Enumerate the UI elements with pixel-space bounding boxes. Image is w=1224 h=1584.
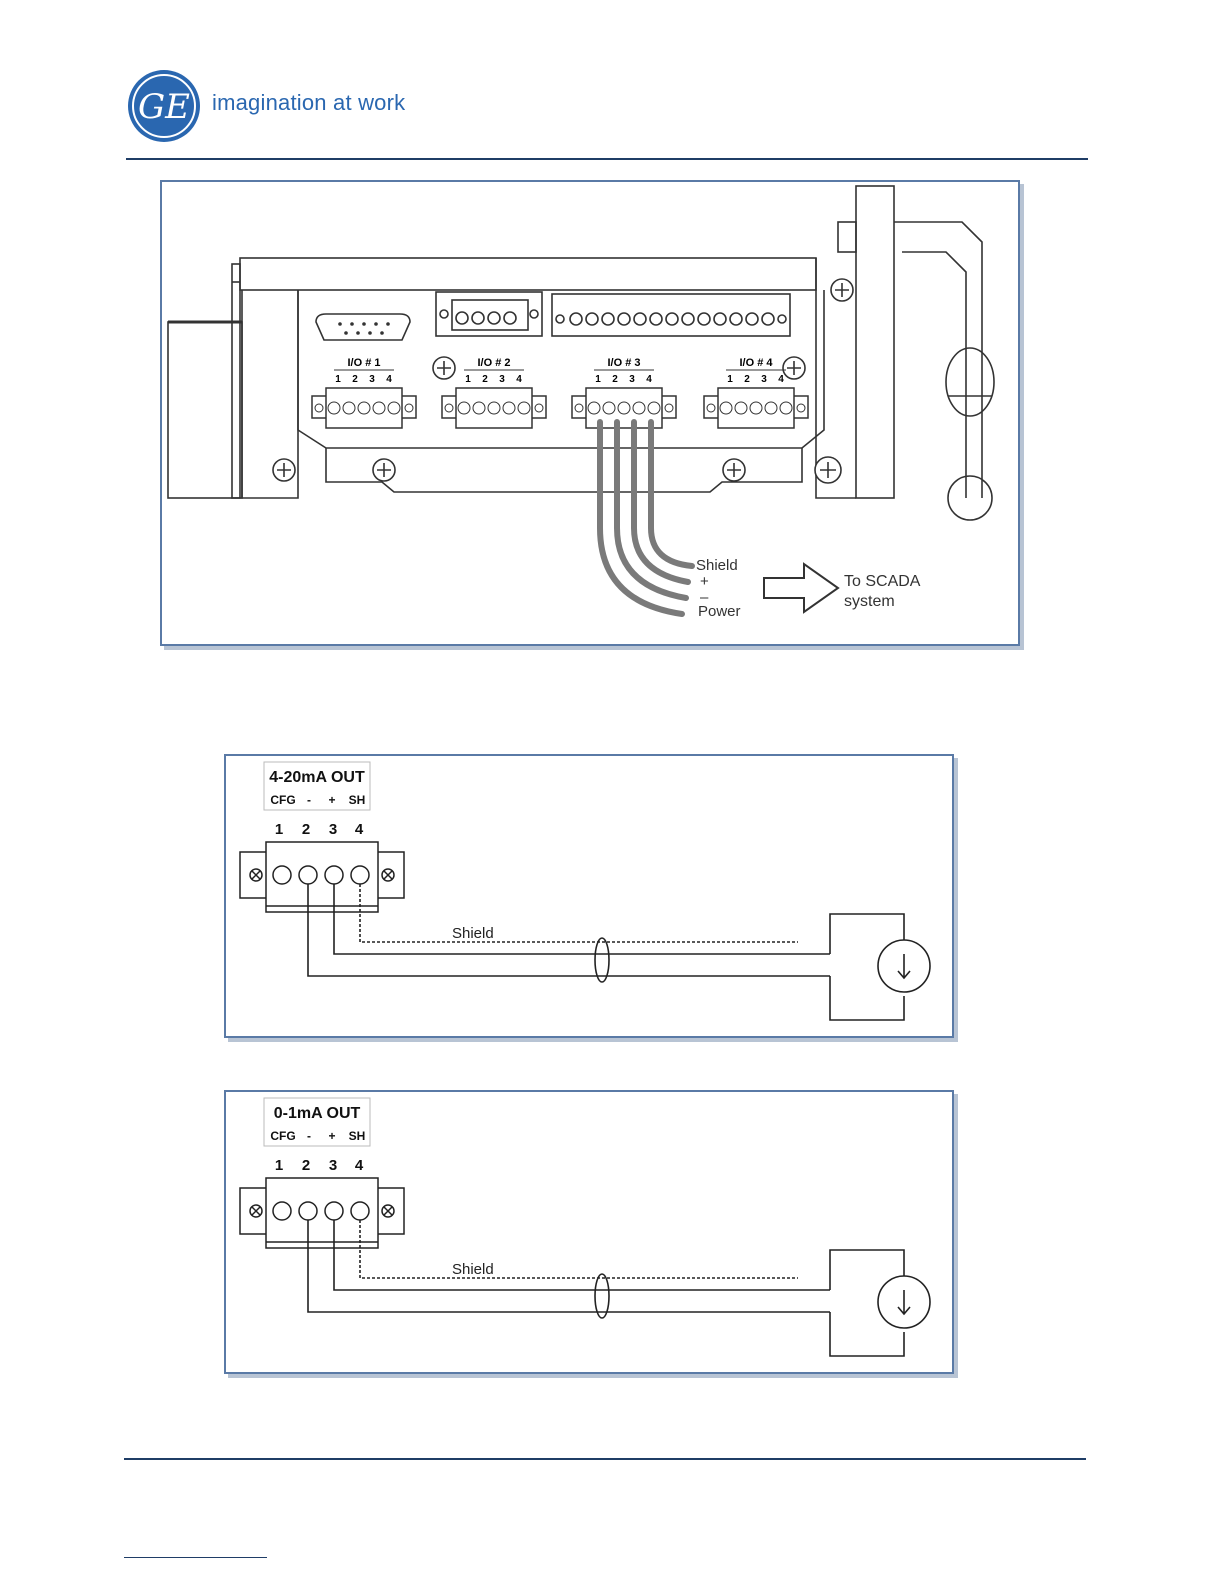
io-connector-screw	[797, 404, 805, 412]
io-connector-screw	[315, 404, 323, 412]
io-connector-hole	[633, 402, 645, 414]
diagram-title: 4-20mA OUT	[269, 769, 365, 786]
io-connector-screw	[665, 404, 673, 412]
io-port-label: I/O # 1	[347, 357, 380, 369]
io-pin-number: 2	[482, 374, 488, 385]
io-connector-screw	[445, 404, 453, 412]
io-connector-hole	[373, 402, 385, 414]
io-pin-number: 3	[629, 374, 635, 385]
io-connector-hole	[735, 402, 747, 414]
header-divider	[126, 158, 1088, 160]
pin-number-3: 3	[329, 821, 337, 838]
pin-number-2: 2	[302, 1157, 310, 1174]
wiring-diagram-0-1ma: 0-1mA OUT CFG - + SH 1 2 3 4	[224, 1090, 954, 1374]
scada-label-line1: To SCADA	[844, 573, 921, 590]
wire-label-power: Power	[698, 603, 741, 620]
footnote-divider	[124, 1557, 267, 1558]
io-port-label: I/O # 2	[477, 357, 510, 369]
cable-wires	[600, 422, 692, 614]
pin-number-4: 4	[355, 1157, 364, 1174]
io-pin-number: 1	[727, 374, 733, 385]
io-port-label: I/O # 4	[739, 357, 773, 369]
io-connector-hole	[750, 402, 762, 414]
pin-function-1: CFG	[270, 793, 295, 807]
io-pin-number: 3	[499, 374, 505, 385]
io-connector-screw	[707, 404, 715, 412]
pin-function-3: +	[328, 1129, 335, 1143]
page-header: GE imagination at work	[126, 68, 726, 148]
io-pin-number: 2	[612, 374, 618, 385]
pin-function-2: -	[307, 793, 311, 807]
wire-label-plus: +	[700, 573, 709, 590]
io-pin-number: 2	[744, 374, 750, 385]
pin-function-2: -	[307, 1129, 311, 1143]
io-port-label: I/O # 3	[607, 357, 640, 369]
shield-label: Shield	[452, 1261, 494, 1278]
pin-function-3: +	[328, 793, 335, 807]
io-connector-hole	[458, 402, 470, 414]
wiring-drawing-0-1ma: 0-1mA OUT CFG - + SH 1 2 3 4	[226, 1092, 952, 1372]
io-connector-hole	[358, 402, 370, 414]
io-connector-hole	[503, 402, 515, 414]
io-pin-number: 4	[778, 374, 784, 385]
io-connector-hole	[343, 402, 355, 414]
io-connector-hole	[618, 402, 630, 414]
wiring-diagram-4-20ma: 4-20mA OUT CFG - + SH 1 2 3 4	[224, 754, 954, 1038]
io-connector-hole	[648, 402, 660, 414]
svg-text:GE: GE	[138, 87, 190, 127]
diagram-title: 0-1mA OUT	[274, 1105, 361, 1122]
io-pin-number: 4	[386, 374, 392, 385]
io-pin-number: 1	[335, 374, 341, 385]
io-connector-screw	[535, 404, 543, 412]
io-connector-hole	[328, 402, 340, 414]
io-pin-number: 3	[369, 374, 375, 385]
io-connector-hole	[388, 402, 400, 414]
io-connector-hole	[603, 402, 615, 414]
io-pin-number: 1	[595, 374, 601, 385]
main-terminal-block	[552, 294, 790, 336]
io-connector-screw	[575, 404, 583, 412]
current-source-icon	[878, 1276, 930, 1328]
pin-number-3: 3	[329, 1157, 337, 1174]
footer-divider	[124, 1458, 1086, 1460]
io-connector-hole	[488, 402, 500, 414]
wiring-drawing-4-20ma: 4-20mA OUT CFG - + SH 1 2 3 4	[226, 756, 952, 1036]
io-connector-hole	[473, 402, 485, 414]
pin-number-4: 4	[355, 821, 364, 838]
io-pin-number: 3	[761, 374, 767, 385]
io-connector-screw	[405, 404, 413, 412]
pin-function-4: SH	[349, 1129, 366, 1143]
terminal-connector-icon	[240, 842, 404, 912]
wire-label-shield: Shield	[696, 557, 738, 574]
shield-label: Shield	[452, 925, 494, 942]
io-connector-hole	[518, 402, 530, 414]
io-connector-hole	[780, 402, 792, 414]
io-connector-hole	[588, 402, 600, 414]
serial-port-icon	[316, 314, 410, 340]
power-terminal-block	[436, 292, 542, 336]
io-pin-number: 4	[646, 374, 652, 385]
io-connector-hole	[765, 402, 777, 414]
pin-function-1: CFG	[270, 1129, 295, 1143]
scada-label-line2: system	[844, 593, 895, 610]
right-arrow-icon	[764, 564, 838, 612]
io-pin-number: 4	[516, 374, 522, 385]
io-pin-number: 2	[352, 374, 358, 385]
pin-number-1: 1	[275, 1157, 283, 1174]
terminal-connector-icon	[240, 1178, 404, 1248]
pin-number-1: 1	[275, 821, 283, 838]
pin-function-4: SH	[349, 793, 366, 807]
current-source-icon	[878, 940, 930, 992]
io-connector-hole	[720, 402, 732, 414]
ge-logo-icon: GE	[126, 68, 202, 144]
brand-tagline: imagination at work	[212, 90, 405, 116]
io-pin-number: 1	[465, 374, 471, 385]
pin-number-2: 2	[302, 821, 310, 838]
